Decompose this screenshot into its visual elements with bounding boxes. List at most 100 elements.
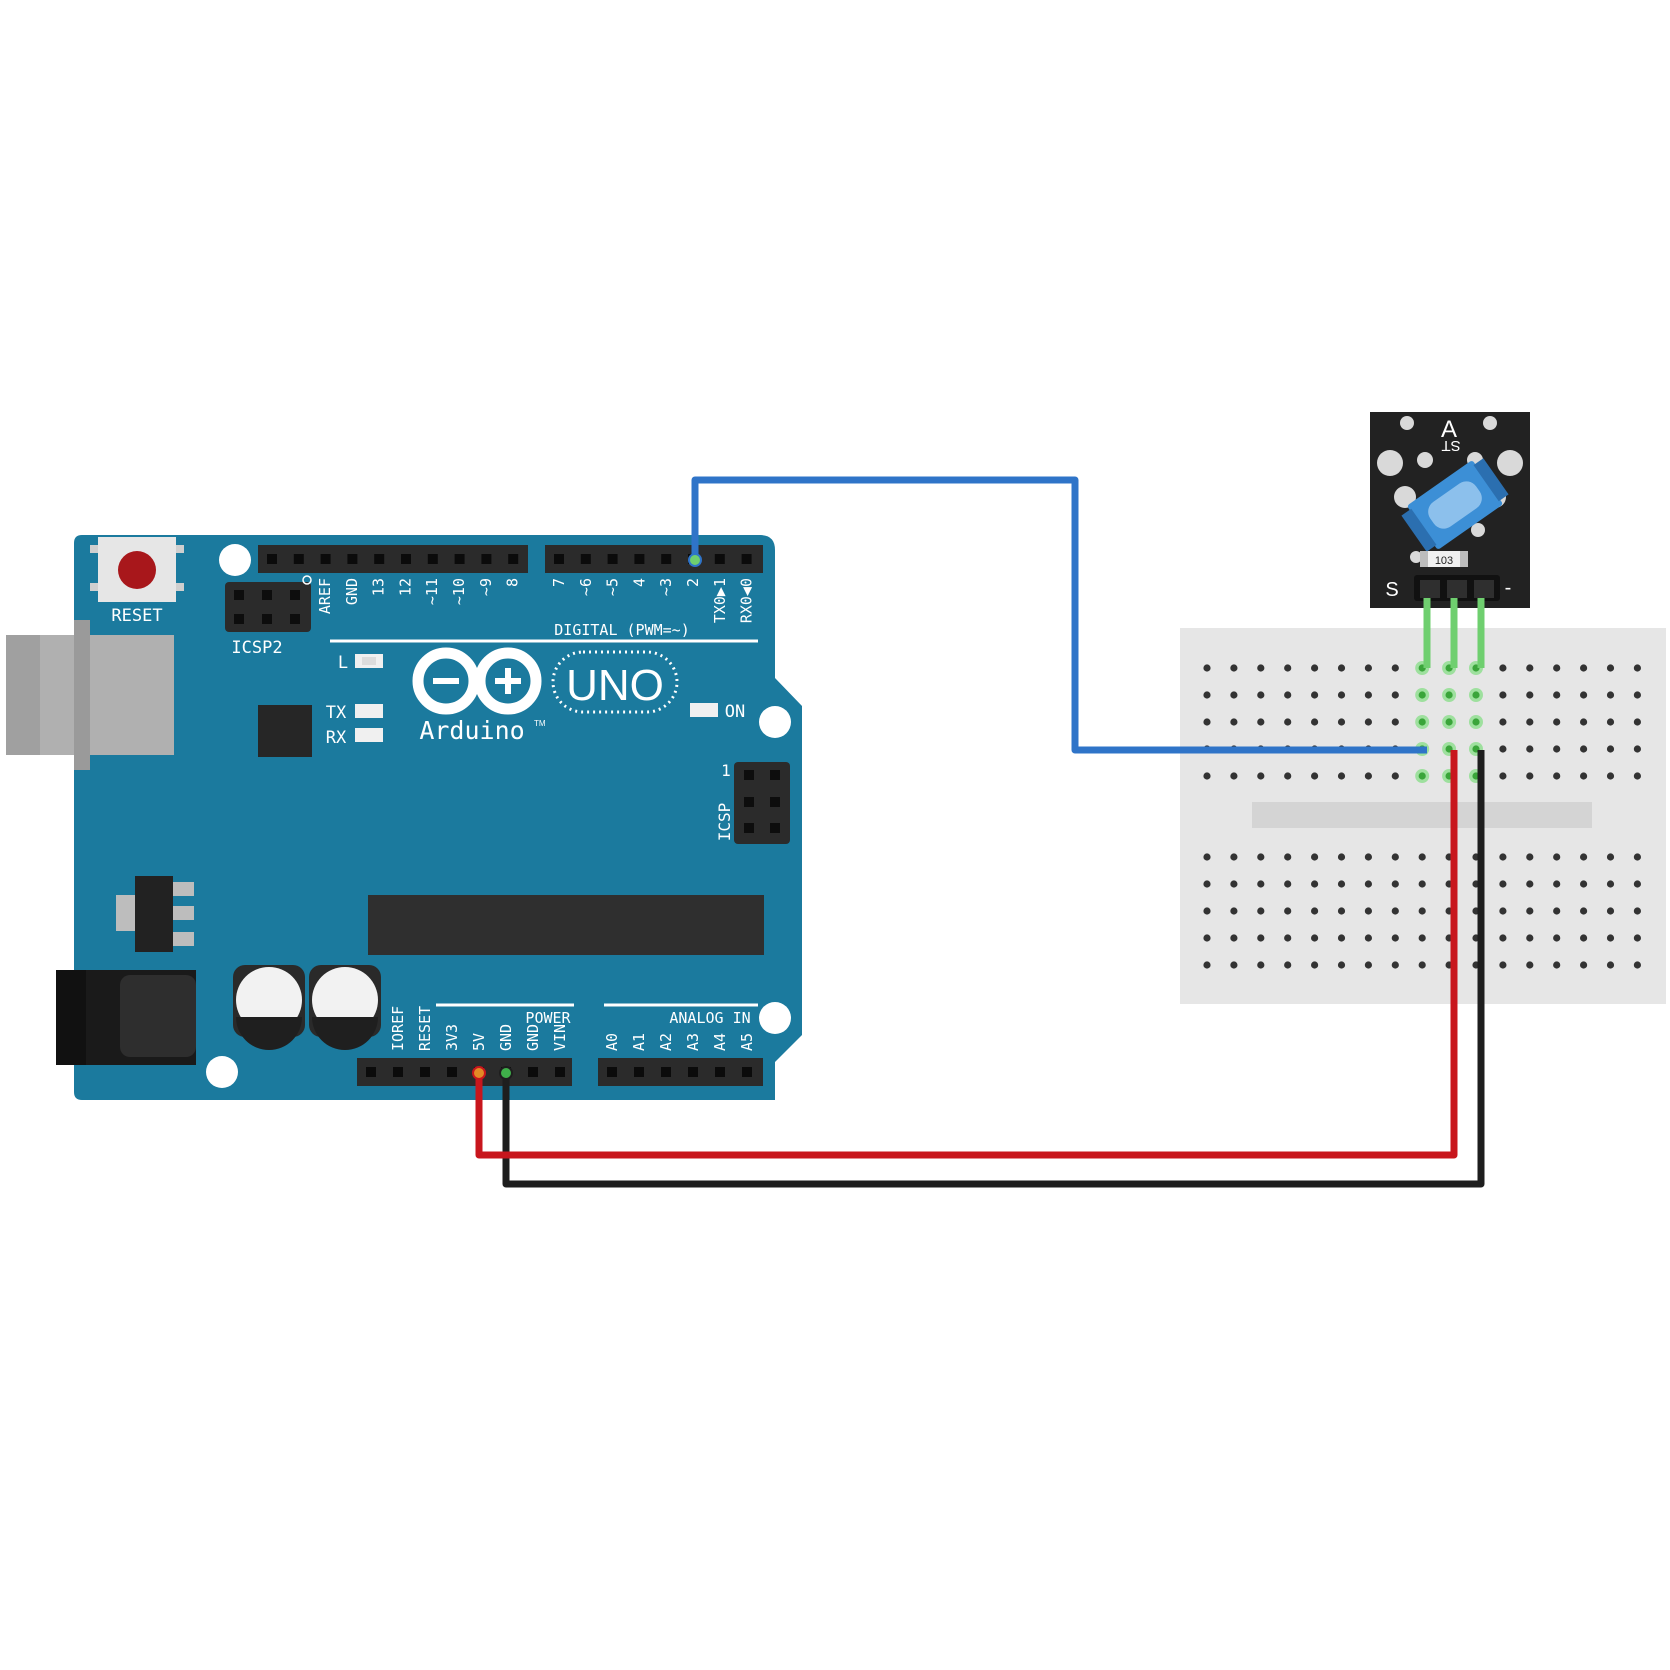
breadboard-hole [1418,691,1426,699]
header-socket [366,1067,376,1077]
breadboard-hole [1499,745,1507,753]
mounting-hole [206,1056,238,1088]
breadboard-hole [1230,907,1238,915]
breadboard-hole [1606,691,1615,699]
pin-label: A2 [657,1033,675,1051]
header-socket [741,554,752,564]
header-socket [688,1067,698,1077]
breadboard-hole [1311,907,1319,915]
uno-badge [551,650,679,714]
breadboard-hole [1311,934,1319,942]
pin-s-label: S [1385,579,1398,601]
module-pin-legs [1423,598,1485,668]
tilt-switch [1401,458,1509,552]
led-l-label: L [338,653,348,673]
capacitor [233,965,305,1050]
header-socket [554,554,564,564]
breadboard-hole [1633,934,1641,942]
breadboard-hole [1203,664,1211,672]
pin-label: A4 [711,1033,729,1051]
breadboard-hole [1499,664,1507,672]
breadboard-hole [1311,880,1319,888]
icsp-header [734,762,790,844]
breadboard-hole [1526,934,1534,942]
header-socket [347,554,358,564]
pin-label: RX0◀0 [738,578,756,623]
breadboard-hole [1606,664,1615,672]
header-socket [661,554,672,564]
breadboard-hole [1606,718,1615,726]
breadboard-hole [1633,772,1641,780]
wire-end [472,1066,486,1080]
header-socket [267,554,277,564]
pin-label: VIN [551,1024,569,1051]
led-rx [355,728,383,742]
breadboard-hole [1526,718,1534,726]
reset-button[interactable] [90,537,184,602]
breadboard-hole [1257,664,1265,672]
arduino-uno-board: RESET ICSP2 [6,535,802,1100]
breadboard-hole [1257,691,1265,699]
breadboard-hole [1418,718,1426,726]
breadboard-hole [1284,664,1292,672]
pin-label: A1 [630,1033,648,1051]
header-socket [580,554,591,564]
breadboard-hole [1311,853,1319,861]
header-socket [508,554,519,564]
breadboard [1180,628,1666,1004]
breadboard-hole [1499,718,1507,726]
breadboard-hole [1526,961,1534,969]
pin-label: ~11 [423,578,441,605]
module-label-a: A [1441,416,1457,443]
breadboard-hole [1257,853,1265,861]
led-on-label: ON [725,702,745,722]
capacitor [309,965,381,1050]
pin-label: 5V [470,1033,488,1051]
breadboard-hole [1230,880,1238,888]
breadboard-hole [1633,718,1641,726]
header-socket [320,554,331,564]
breadboard-hole [1337,907,1346,915]
breadboard-hole [1257,934,1265,942]
breadboard-hole [1445,691,1453,699]
breadboard-hole [1257,907,1265,915]
breadboard-hole [1633,907,1641,915]
breadboard-hole [1391,718,1399,726]
breadboard-hole [1499,907,1507,915]
breadboard-hole [1284,961,1292,969]
breadboard-hole [1391,664,1399,672]
header-socket [634,554,645,564]
led-l [355,654,383,668]
pin-label: A0 [603,1033,621,1051]
breadboard-hole [1418,772,1426,780]
header-socket [714,554,725,564]
breadboard-hole [1553,745,1561,753]
breadboard-hole [1499,691,1507,699]
breadboard-hole [1633,691,1641,699]
breadboard-hole [1337,772,1346,780]
breadboard-hole [1418,934,1426,942]
breadboard-hole [1606,853,1615,861]
mounting-hole [759,1002,791,1034]
analog-header [598,1058,763,1086]
breadboard-hole [1526,907,1534,915]
breadboard-hole [1203,907,1211,915]
breadboard-hole [1526,664,1534,672]
breadboard-hole [1606,934,1615,942]
power-header-label: POWER [525,1009,571,1027]
arduino-trademark: TM [534,719,546,728]
breadboard-hole [1526,880,1534,888]
breadboard-channel [1252,802,1592,828]
header-socket [715,1067,725,1077]
header-socket [634,1067,644,1077]
pin-label: 8 [504,578,522,587]
breadboard-hole [1553,853,1561,861]
breadboard-hole [1364,853,1372,861]
breadboard-hole [1499,961,1507,969]
pin-label: ~6 [577,578,595,596]
breadboard-hole [1203,772,1211,780]
wire-end [499,1066,513,1080]
breadboard-hole [1391,772,1399,780]
breadboard-hole [1499,853,1507,861]
breadboard-hole [1418,907,1426,915]
